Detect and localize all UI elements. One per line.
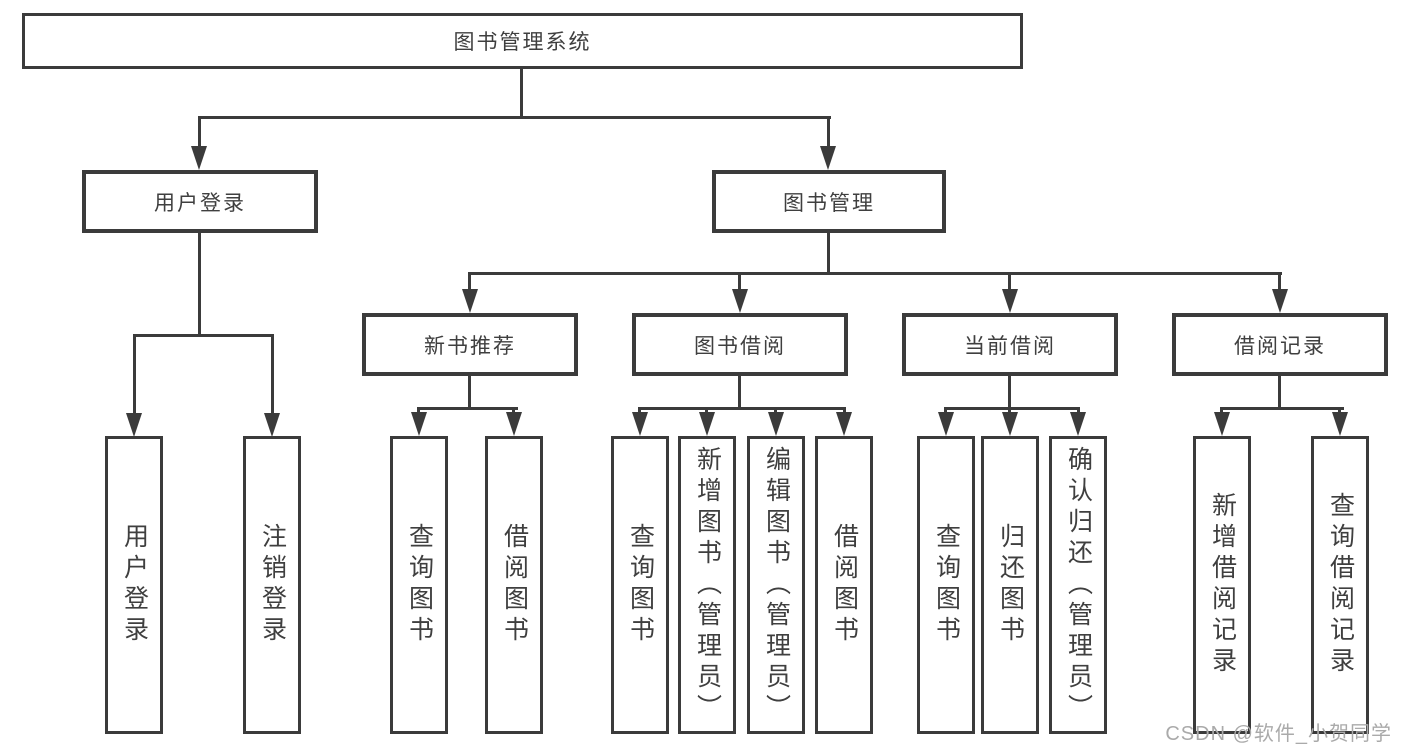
connector-nbr-splitter — [417, 407, 518, 410]
connector-l2-splitter — [198, 116, 831, 119]
leaf-current-query: 查询图书 — [917, 436, 975, 734]
arrow-down-icon — [191, 146, 207, 170]
leaf-newbook-borrow: 借阅图书 — [485, 436, 543, 734]
connector-l3-splitter — [468, 272, 1282, 275]
connector-bb-splitter — [638, 407, 846, 410]
arrow-down-icon — [506, 412, 522, 436]
node-borrow-record: 借阅记录 — [1172, 313, 1388, 376]
leaf-borrow-edit: 编辑图书（管理员） — [747, 436, 805, 734]
leaf-current-query-label: 查询图书 — [932, 523, 961, 647]
node-book-mgmt-label: 图书管理 — [783, 191, 875, 215]
arrow-down-icon — [820, 146, 836, 170]
leaf-borrow-query: 查询图书 — [611, 436, 669, 734]
leaf-user-login-label: 用户登录 — [120, 523, 149, 647]
arrow-down-icon — [632, 412, 648, 436]
node-current-borrow-label: 当前借阅 — [964, 334, 1056, 358]
arrow-down-icon — [768, 412, 784, 436]
node-borrow-record-label: 借阅记录 — [1234, 334, 1326, 358]
leaf-record-query-label: 查询借阅记录 — [1326, 492, 1355, 678]
leaf-borrow-add-label: 新增图书（管理员） — [693, 445, 722, 725]
arrow-down-icon — [836, 412, 852, 436]
node-book-borrow: 图书借阅 — [632, 313, 848, 376]
arrow-down-icon — [1214, 412, 1230, 436]
leaf-record-query: 查询借阅记录 — [1311, 436, 1369, 734]
watermark: CSDN @软件_小贺同学 — [1165, 723, 1392, 745]
node-user-login-label: 用户登录 — [154, 191, 246, 215]
leaf-borrow-borrow: 借阅图书 — [815, 436, 873, 734]
arrow-down-icon — [462, 289, 478, 313]
arrow-down-icon — [1070, 412, 1086, 436]
node-root: 图书管理系统 — [22, 13, 1023, 69]
connector-l2-left-stem — [198, 116, 201, 150]
connector-nbr-stem — [468, 376, 471, 410]
node-book-borrow-label: 图书借阅 — [694, 334, 786, 358]
node-new-book-rec: 新书推荐 — [362, 313, 578, 376]
leaf-record-add: 新增借阅记录 — [1193, 436, 1251, 734]
leaf-newbook-query: 查询图书 — [390, 436, 448, 734]
arrow-down-icon — [411, 412, 427, 436]
arrow-down-icon — [938, 412, 954, 436]
connector-cb-splitter — [944, 407, 1080, 410]
connector-br-stem — [1278, 376, 1281, 410]
leaf-current-confirm: 确认归还（管理员） — [1049, 436, 1107, 734]
arrow-down-icon — [1002, 289, 1018, 313]
connector-login-splitter — [133, 334, 274, 337]
leaf-user-login: 用户登录 — [105, 436, 163, 734]
arrow-down-icon — [1002, 412, 1018, 436]
connector-l3-stem-2 — [738, 272, 741, 292]
connector-l2-right-stem — [827, 116, 830, 150]
connector-l3-stem-1 — [468, 272, 471, 292]
leaf-logout-label: 注销登录 — [258, 523, 287, 647]
node-book-mgmt: 图书管理 — [712, 170, 946, 233]
leaf-borrow-add: 新增图书（管理员） — [678, 436, 736, 734]
connector-root-stem — [520, 68, 523, 118]
leaf-current-return-label: 归还图书 — [996, 523, 1025, 647]
connector-login-leaf2-stem — [271, 334, 274, 416]
leaf-current-confirm-label: 确认归还（管理员） — [1064, 445, 1093, 725]
connector-l3-stem-3 — [1008, 272, 1011, 292]
node-root-label: 图书管理系统 — [453, 31, 592, 54]
connector-l3-stem-4 — [1278, 272, 1281, 292]
connector-br-splitter — [1220, 407, 1344, 410]
arrow-down-icon — [264, 413, 280, 437]
connector-login-leaf1-stem — [133, 334, 136, 416]
arrow-down-icon — [1272, 289, 1288, 313]
leaf-record-add-label: 新增借阅记录 — [1208, 492, 1237, 678]
arrow-down-icon — [699, 412, 715, 436]
leaf-newbook-borrow-label: 借阅图书 — [500, 523, 529, 647]
connector-cb-stem — [1008, 376, 1011, 410]
node-new-book-rec-label: 新书推荐 — [424, 334, 516, 358]
connector-mgmt-stem — [827, 233, 830, 275]
leaf-current-return: 归还图书 — [981, 436, 1039, 734]
node-current-borrow: 当前借阅 — [902, 313, 1118, 376]
leaf-borrow-edit-label: 编辑图书（管理员） — [762, 445, 791, 725]
connector-bb-stem — [738, 376, 741, 410]
leaf-borrow-query-label: 查询图书 — [626, 523, 655, 647]
arrow-down-icon — [1332, 412, 1348, 436]
node-user-login: 用户登录 — [82, 170, 318, 233]
arrow-down-icon — [126, 413, 142, 437]
leaf-newbook-query-label: 查询图书 — [405, 523, 434, 647]
leaf-borrow-borrow-label: 借阅图书 — [830, 523, 859, 647]
leaf-logout: 注销登录 — [243, 436, 301, 734]
connector-login-stem — [198, 233, 201, 337]
arrow-down-icon — [732, 289, 748, 313]
